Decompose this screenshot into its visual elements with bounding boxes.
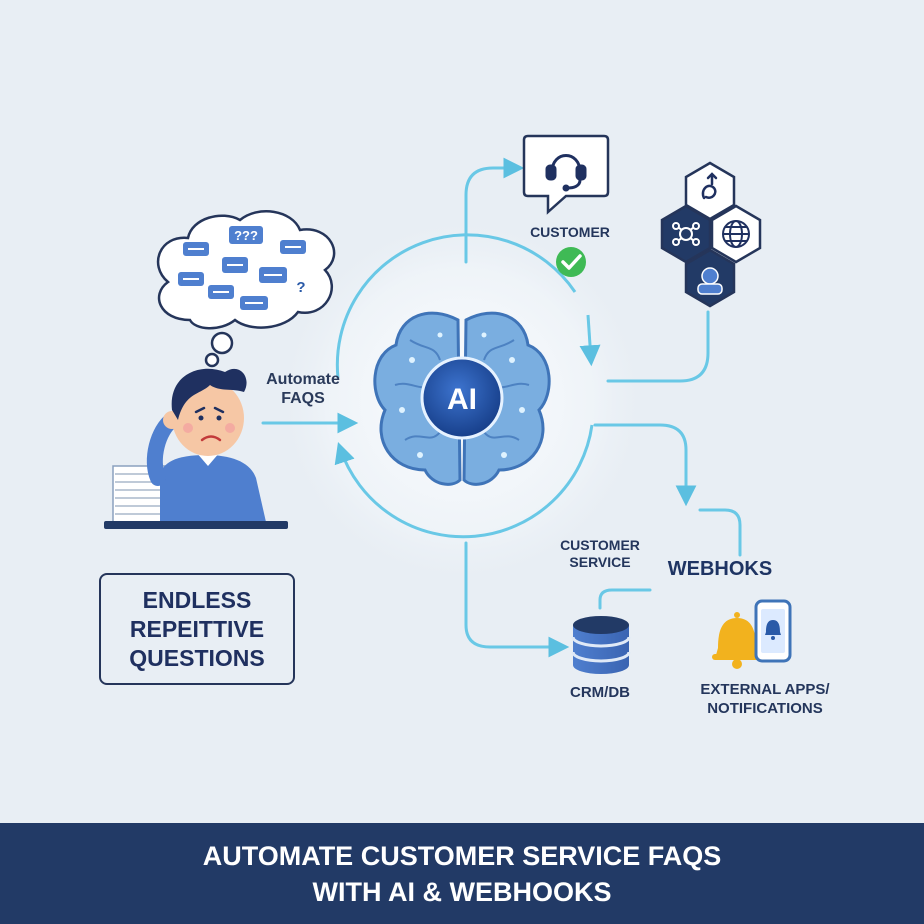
endless-questions-box: ENDLESS REPEITTIVE QUESTIONS — [99, 573, 295, 685]
phone-notification-icon — [754, 599, 792, 663]
stressed-worker-illustration — [104, 368, 288, 529]
hex-left — [660, 204, 712, 264]
endless-questions-text: ENDLESS REPEITTIVE QUESTIONS — [129, 586, 265, 671]
check-circle-icon — [556, 247, 586, 277]
bell-icon — [712, 612, 762, 669]
flow-circle — [334, 233, 601, 539]
desk — [104, 521, 288, 529]
ai-core — [420, 356, 504, 440]
webhooks-link-line — [698, 508, 742, 557]
to-customer-line — [464, 157, 525, 264]
thought-bubble: ??? ? — [156, 210, 336, 368]
brain-icon: AI — [373, 311, 551, 486]
flow-connectors — [261, 157, 742, 658]
to-webhooks-line — [593, 423, 697, 507]
customer-service-label: CUSTOMER SERVICE — [560, 537, 640, 570]
automate-faqs-label: Automate FAQS — [266, 371, 340, 407]
to-crm-line — [464, 541, 570, 658]
footer-title: AUTOMATE CUSTOMER SERVICE FAQS WITH AI &… — [202, 840, 722, 907]
worker-face — [172, 380, 244, 456]
external-apps-label: EXTERNAL APPS/ NOTIFICATIONS — [700, 681, 830, 717]
webhooks-label: WEBHOKS — [667, 558, 773, 580]
to-integrations-line — [606, 310, 710, 383]
customer-chat-box — [522, 134, 610, 215]
integrations-hex-icon — [660, 161, 762, 308]
headset-icon — [545, 154, 587, 192]
bubble-question-mark: ? — [296, 279, 305, 296]
worker-hair — [171, 368, 247, 420]
ai-label: AI — [447, 383, 477, 416]
worker-shirt — [160, 455, 266, 522]
customer-label: CUSTOMER — [530, 224, 610, 240]
cs-link-line — [598, 588, 652, 610]
database-icon — [571, 616, 631, 674]
crm-db-label: CRM/DB — [570, 684, 630, 701]
bubble-question-marks: ??? — [234, 228, 258, 243]
footer-banner: AUTOMATE CUSTOMER SERVICE FAQS WITH AI &… — [0, 823, 924, 924]
